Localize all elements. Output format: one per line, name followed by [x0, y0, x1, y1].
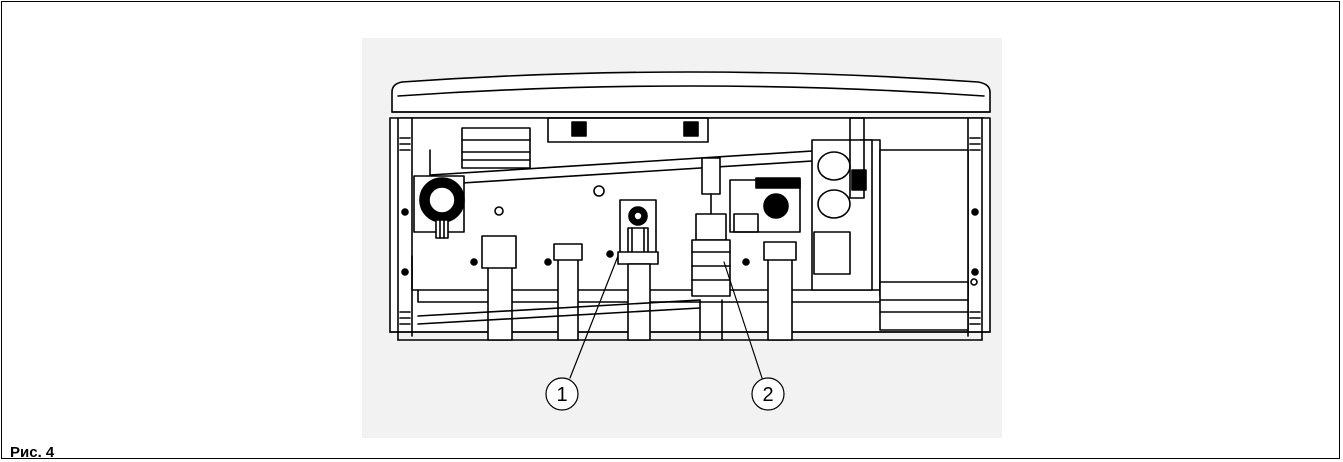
callout-2-label: 2: [762, 384, 773, 406]
top-bracket: [547, 117, 709, 143]
expansion-vessel: [461, 127, 531, 169]
drain-valve: [691, 157, 731, 341]
shutoff-valve: [617, 199, 659, 265]
callout-leaders: [569, 255, 763, 379]
pressure-gauge: [413, 175, 465, 239]
gas-valve-block: [729, 177, 801, 233]
top-cover: [391, 71, 991, 119]
callout-1: 1: [545, 377, 579, 411]
callout-2: 2: [751, 377, 785, 411]
figure-caption: Рис. 4: [10, 444, 55, 461]
bottom-hose: [417, 299, 701, 325]
right-panel: [811, 117, 969, 331]
callout-1-label: 1: [556, 384, 567, 406]
pipe-connections: [481, 235, 797, 341]
